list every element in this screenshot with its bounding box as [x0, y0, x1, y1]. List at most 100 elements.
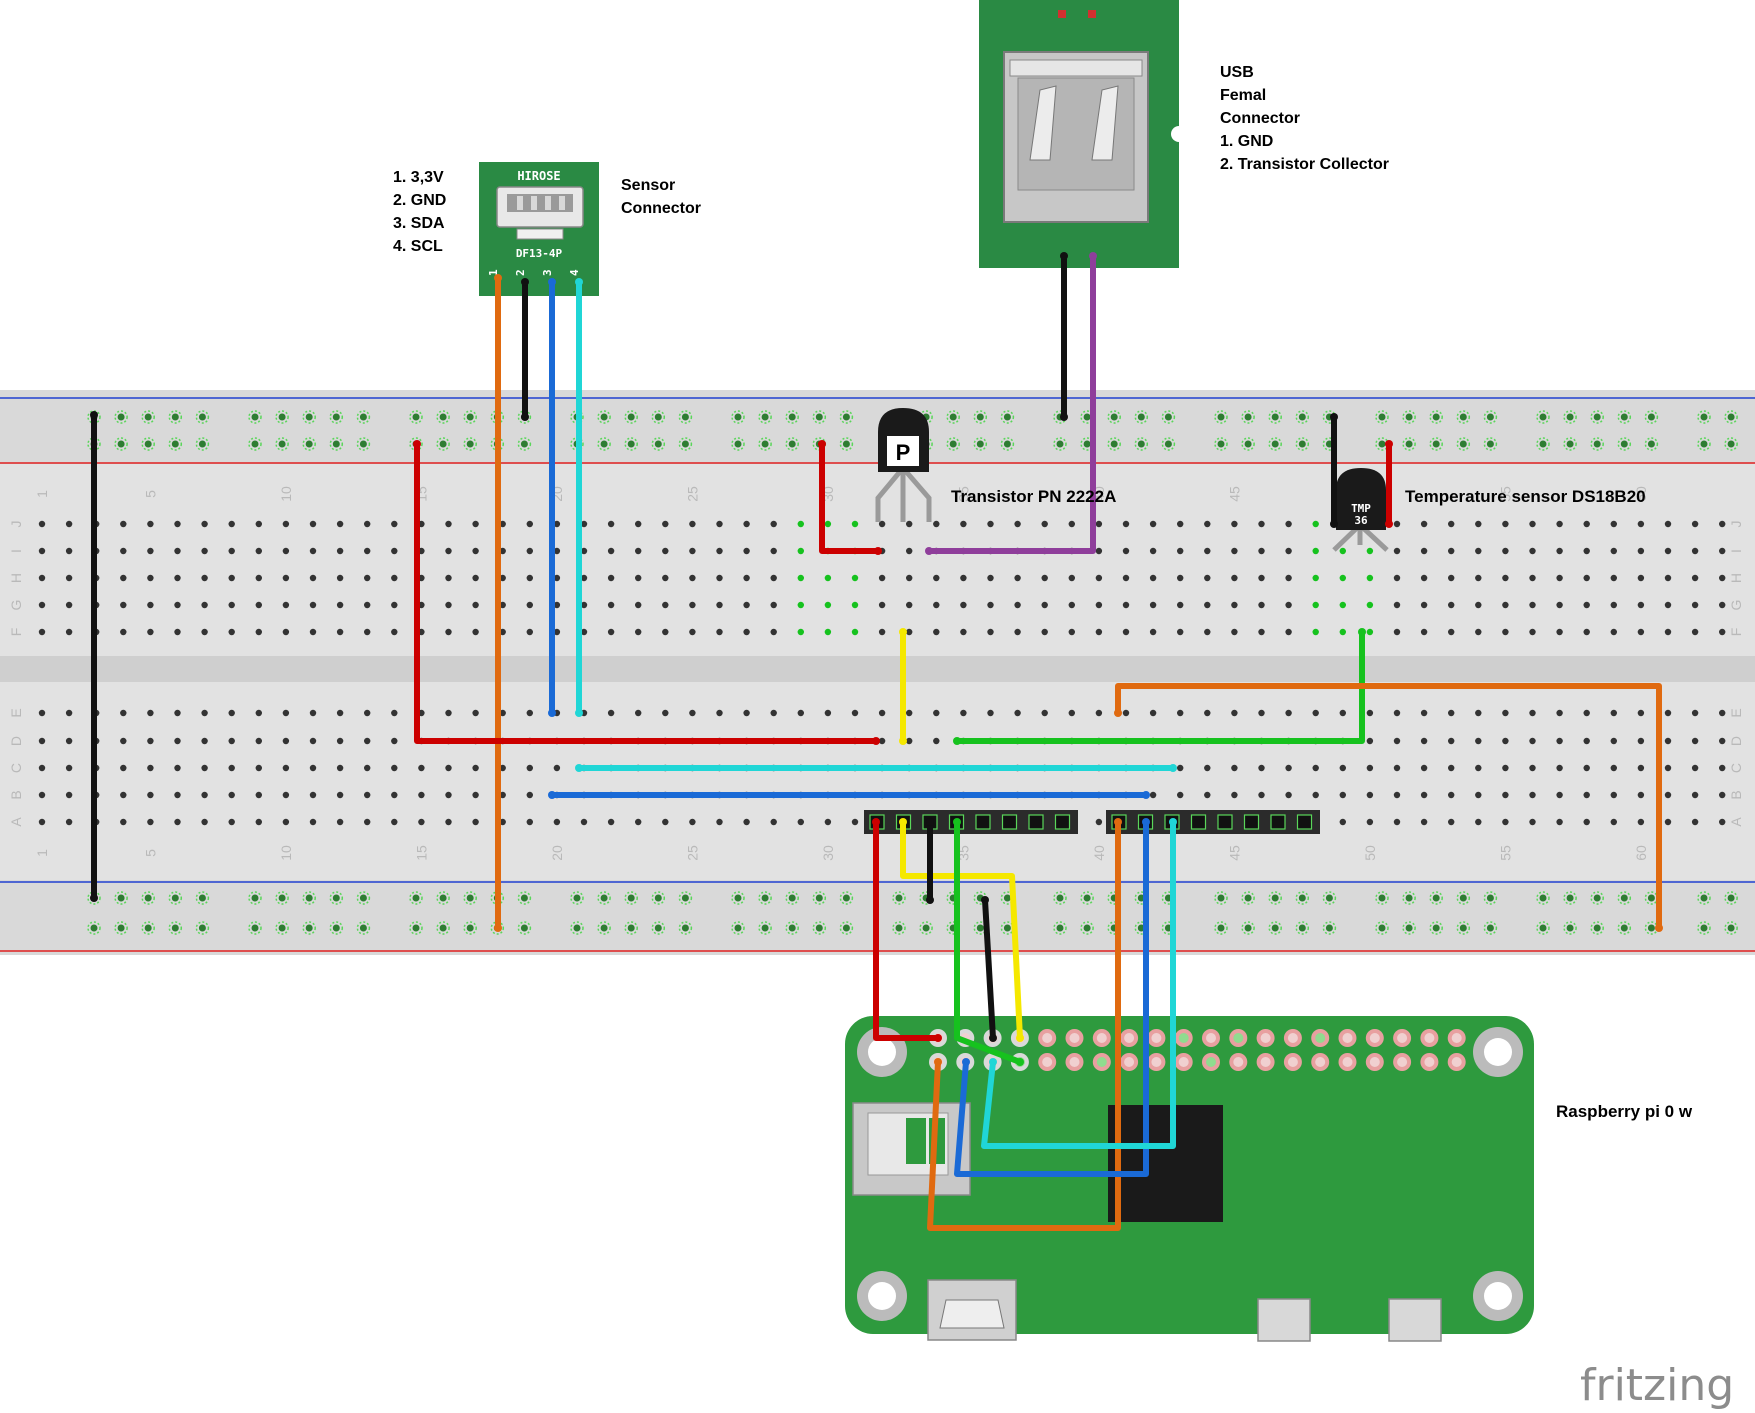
rail-hole-ring: [302, 410, 316, 424]
rail-hole: [1003, 894, 1011, 902]
rail-hole: [117, 924, 125, 932]
rail-hole-ring: [329, 891, 344, 905]
wires: [90, 252, 1663, 1231]
breadboard-hole: [1719, 791, 1726, 799]
rail-hole: [466, 413, 474, 421]
rail-hole-ring: [356, 921, 371, 935]
rail-hole: [627, 440, 635, 448]
rail-hole: [1727, 924, 1735, 932]
breadboard-hole: [499, 791, 506, 799]
breadboard-hole: [1258, 547, 1265, 555]
breadboard-hole: [65, 628, 73, 636]
rail-hole: [171, 413, 179, 421]
breadboard-hole: [1231, 764, 1238, 772]
breadboard-hole: [309, 764, 317, 772]
rail-hole: [1298, 413, 1306, 421]
breadboard-hole: [1448, 520, 1455, 528]
breadboard-hole: [228, 520, 235, 528]
breadboard-hole: [1691, 818, 1699, 826]
breadboard-hole: [1420, 520, 1428, 528]
breadboard-hole: [174, 547, 181, 555]
rail-hole-ring: [570, 921, 584, 935]
breadboard-hole: [1149, 574, 1157, 582]
breadboard-hole: [1204, 791, 1211, 799]
breadboard-hole: [1177, 709, 1184, 717]
rail-hole-ring: [839, 891, 854, 905]
gpio-pin: [1424, 1033, 1435, 1043]
rail-hole: [1244, 924, 1252, 932]
sensor-model: DF13-4P: [516, 247, 563, 260]
breadboard-hole: [174, 764, 181, 772]
rail-hole-ring: [973, 437, 988, 451]
breadboard-hole: [1393, 791, 1401, 799]
rail-hole-ring: [758, 410, 772, 424]
rail-hole: [1539, 924, 1547, 932]
breadboard-hole: [1339, 764, 1347, 772]
breadboard-hole: [1231, 520, 1238, 528]
breadboard-hole: [770, 628, 777, 636]
rail-hole: [1378, 924, 1386, 932]
breadboard-hole: [147, 628, 154, 636]
rail-hole: [278, 894, 286, 902]
usb-label-1: USB: [1220, 64, 1254, 81]
breadboard-hole: [1420, 709, 1428, 717]
breadboard-hole: [662, 601, 669, 609]
breadboard-hole: [282, 601, 290, 609]
rail-hole: [1378, 440, 1386, 448]
rail-hole-ring: [1536, 410, 1550, 424]
rail-hole: [171, 924, 179, 932]
rail-hole-ring: [1214, 410, 1228, 424]
wire-red-header-to-pi: [873, 819, 941, 1041]
breadboard-hole: [580, 628, 588, 636]
rail-hole: [332, 894, 340, 902]
rail-hole: [788, 440, 796, 448]
breadboard-hole: [38, 574, 46, 582]
breadboard-hole: [418, 791, 425, 799]
breadboard-hole: [336, 709, 344, 717]
gpio-pin: [1342, 1033, 1353, 1043]
rail-hole-ring: [517, 410, 532, 424]
breadboard-hole: [1691, 628, 1699, 636]
breadboard-hole: [1448, 791, 1455, 799]
breadboard-hole: [391, 601, 398, 609]
breadboard-hole: [1122, 709, 1130, 717]
rail-hole: [412, 894, 420, 902]
breadboard-hole: [499, 574, 506, 582]
breadboard-hole: [1610, 737, 1618, 745]
rail-hole-ring: [1268, 921, 1282, 935]
breadboard-hole: [1448, 547, 1455, 555]
breadboard-hole: [1149, 520, 1157, 528]
breadboard-hole: [607, 574, 615, 582]
breadboard-hole: [472, 574, 479, 582]
breadboard-hole: [797, 520, 804, 528]
rail-hole: [332, 924, 340, 932]
breadboard-hole: [1122, 601, 1130, 609]
wire-end: [413, 440, 421, 448]
breadboard-hole: [1122, 628, 1130, 636]
rail-hole: [761, 440, 769, 448]
wire-end: [899, 628, 907, 636]
breadboard-hole: [770, 520, 777, 528]
breadboard-hole: [336, 628, 344, 636]
breadboard-hole: [1719, 818, 1726, 826]
rail-hole: [144, 413, 152, 421]
rail-hole: [976, 413, 984, 421]
rail-hole-ring: [919, 921, 933, 935]
usb-label-4: 1. GND: [1220, 133, 1273, 150]
rail-hole: [251, 413, 259, 421]
breadboard-hole: [797, 628, 804, 636]
usb-label-2: Femal: [1220, 87, 1266, 104]
breadboard-hole: [1475, 737, 1482, 745]
rail-hole: [198, 440, 206, 448]
rail-hole: [1003, 440, 1011, 448]
gpio-pin: [1287, 1033, 1298, 1043]
breadboard-hole: [364, 791, 371, 799]
breadboard-hole: [1719, 764, 1726, 772]
breadboard-hole: [906, 601, 913, 609]
rail-hole: [1486, 894, 1494, 902]
breadboard-hole: [1312, 547, 1319, 555]
breadboard-hole: [309, 709, 317, 717]
rail-hole: [949, 440, 957, 448]
breadboard-hole: [391, 520, 398, 528]
rail-hole-ring: [195, 437, 210, 451]
